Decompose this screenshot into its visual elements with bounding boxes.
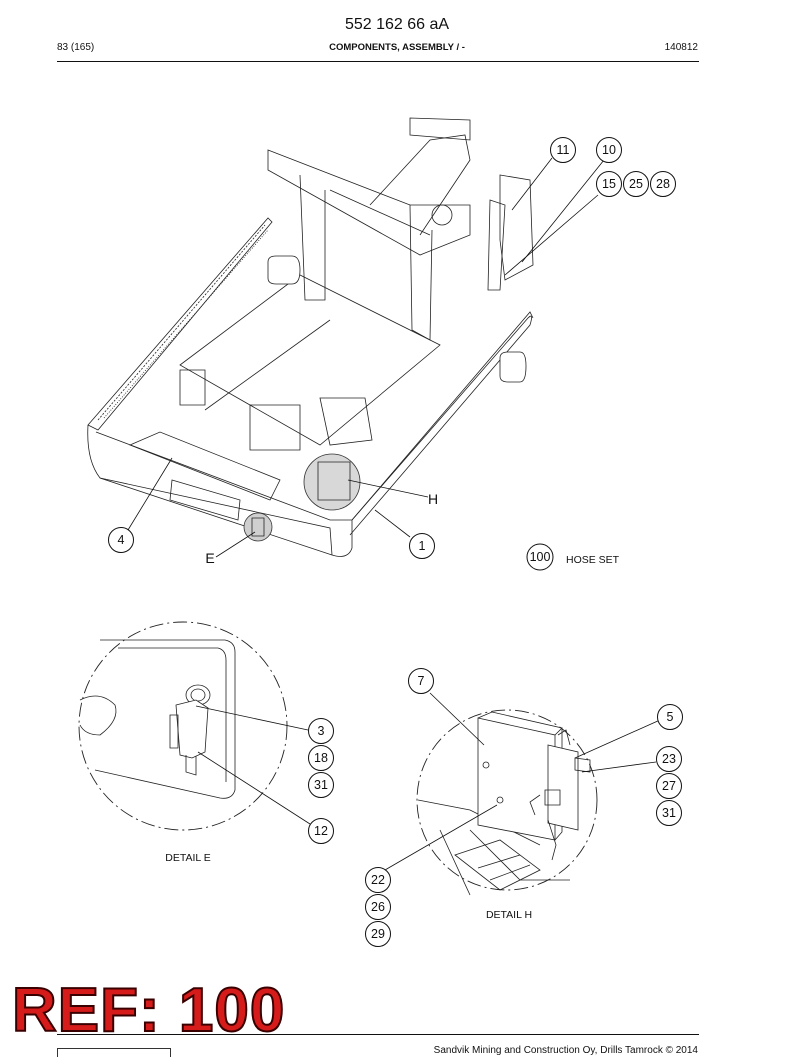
balloon-11: 11	[550, 137, 576, 163]
footer-rule	[57, 1034, 699, 1035]
balloon-100: 100	[526, 543, 554, 571]
balloon-10: 10	[596, 137, 622, 163]
svg-text:7: 7	[418, 674, 425, 688]
svg-text:31: 31	[662, 806, 676, 820]
balloon-7: 7	[408, 668, 434, 694]
copyright-text: Sandvik Mining and Construction Oy, Dril…	[433, 1045, 698, 1056]
balloon-25: 25	[623, 171, 649, 197]
balloon-3: 3	[308, 718, 334, 744]
svg-text:100: 100	[530, 550, 551, 564]
svg-text:18: 18	[314, 751, 328, 765]
detail-h-marker: H	[428, 491, 438, 507]
balloon-12: 12	[308, 818, 334, 844]
leader-lines	[127, 157, 661, 871]
frame-assembly-illustration	[87, 117, 534, 557]
svg-text:1: 1	[419, 539, 426, 553]
svg-text:23: 23	[662, 752, 676, 766]
detail-h-caption: DETAIL H	[486, 909, 532, 921]
svg-text:3: 3	[318, 724, 325, 738]
balloon-26: 26	[365, 894, 391, 920]
document-number: 552 162 66 aA	[344, 16, 450, 33]
page-number: 83 (165)	[57, 42, 95, 53]
date-code: 140812	[664, 42, 698, 53]
balloon-31-detail-e: 31	[308, 772, 334, 798]
balloon-18: 18	[308, 745, 334, 771]
svg-text:22: 22	[371, 873, 385, 887]
detail-e-marker: E	[205, 550, 214, 566]
svg-text:25: 25	[629, 177, 643, 191]
svg-text:29: 29	[371, 927, 385, 941]
detail-h-view	[416, 709, 598, 896]
reference-stamp: REF: 100	[11, 976, 286, 1045]
balloon-23: 23	[656, 746, 682, 772]
balloon-31-detail-h: 31	[656, 800, 682, 826]
svg-text:15: 15	[602, 177, 616, 191]
balloon-15: 15	[596, 171, 622, 197]
balloon-29: 29	[365, 921, 391, 947]
hose-set-label: HOSE SET	[566, 554, 620, 566]
section-title: COMPONENTS, ASSEMBLY / -	[329, 42, 465, 53]
detail-e-view	[78, 621, 288, 831]
balloon-22: 22	[365, 867, 391, 893]
svg-text:11: 11	[557, 143, 570, 157]
svg-text:26: 26	[371, 900, 385, 914]
balloon-5: 5	[657, 704, 683, 730]
svg-text:31: 31	[314, 778, 328, 792]
balloon-28: 28	[650, 171, 676, 197]
svg-text:12: 12	[314, 824, 328, 838]
svg-text:4: 4	[118, 533, 125, 547]
balloon-4: 4	[108, 527, 134, 553]
detail-e-caption: DETAIL E	[165, 852, 211, 864]
svg-text:5: 5	[667, 710, 674, 724]
header-rule	[57, 61, 699, 62]
svg-text:27: 27	[662, 779, 676, 793]
balloon-1: 1	[409, 533, 435, 559]
balloon-27: 27	[656, 773, 682, 799]
svg-text:10: 10	[602, 143, 616, 157]
svg-text:28: 28	[656, 177, 670, 191]
